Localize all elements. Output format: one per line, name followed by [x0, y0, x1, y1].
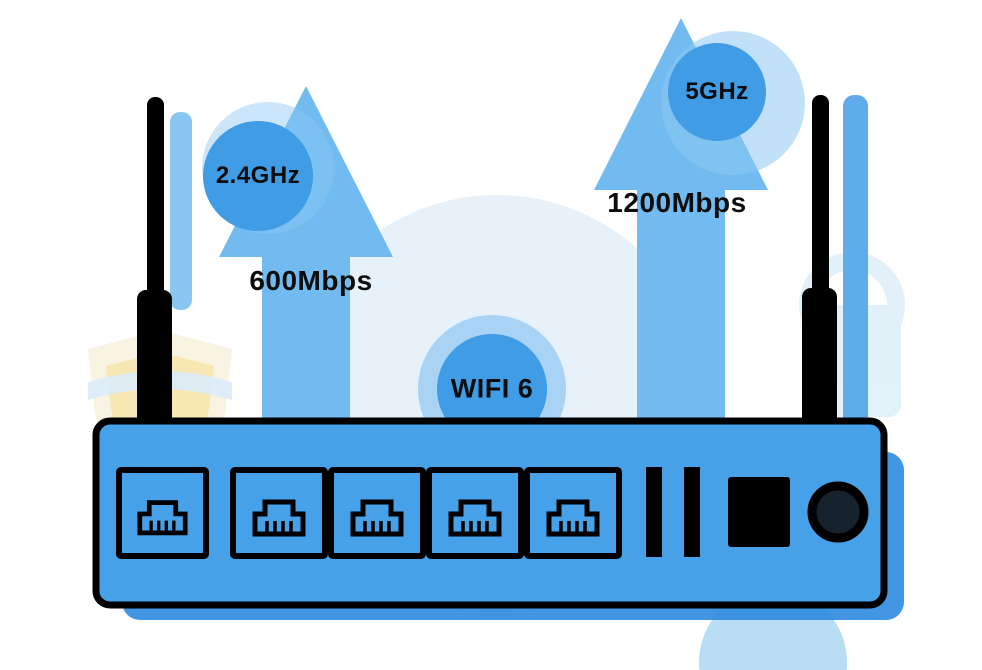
ethernet-port-icon: [328, 467, 426, 559]
band-bubble-2-4ghz: [202, 102, 334, 234]
left-antenna: [137, 97, 172, 428]
ethernet-port-icon: [230, 467, 328, 559]
speed-label-5ghz: 1200Mbps: [607, 187, 747, 218]
wifi6-label: WIFI 6: [450, 373, 534, 404]
band-label-2-4ghz: 2.4GHz: [215, 162, 301, 189]
power-socket-icon: [728, 477, 790, 547]
left-antenna-shadow: [170, 112, 192, 310]
speed-label-2-4ghz: 600Mbps: [249, 265, 373, 296]
ethernet-port-icon: [524, 467, 622, 559]
band-bubble-5ghz: [661, 31, 805, 175]
vent-bars: [646, 467, 700, 557]
wan-port-icon: [116, 467, 209, 559]
right-antenna: [802, 95, 837, 428]
band-label-5ghz: 5GHz: [685, 78, 749, 105]
power-button: [807, 481, 869, 543]
lan-ports: [230, 467, 622, 559]
ethernet-port-icon: [426, 467, 524, 559]
right-antenna-shadow: [843, 95, 868, 447]
